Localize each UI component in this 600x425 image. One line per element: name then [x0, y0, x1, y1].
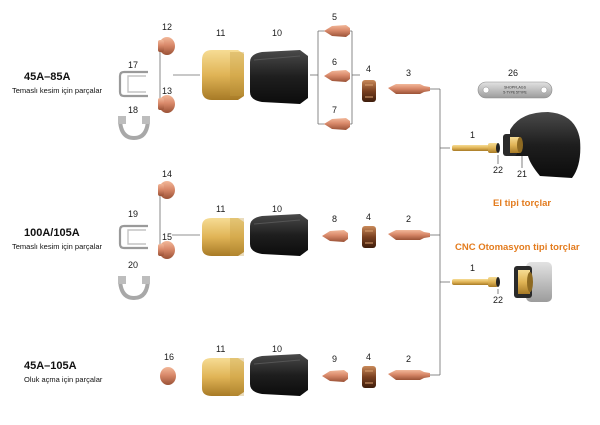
label-4-row3: 4	[366, 352, 371, 362]
label-4-row2: 4	[366, 212, 371, 222]
part-cnc-torch	[514, 262, 552, 302]
label-7: 7	[332, 105, 337, 115]
label-10-row2: 10	[272, 204, 282, 214]
group-subtitle-1: Temaslı kesim için parçalar	[12, 86, 103, 95]
part-20-ohmic-clip	[118, 276, 150, 301]
label-15: 15	[162, 232, 172, 242]
label-10-row3: 10	[272, 344, 282, 354]
part-21-hand-torch	[503, 112, 581, 178]
label-1: 1	[470, 130, 475, 140]
part-26-tag: SHOPFLAGS 5-TYPE 5TYPE	[477, 81, 553, 99]
part-11-retaining-cap-row2	[202, 218, 244, 256]
hand-torch-label: El tipi torçlar	[493, 198, 551, 209]
label-13: 13	[162, 86, 172, 96]
part-9-nozzle	[322, 370, 348, 382]
part-2-electrode-row3	[388, 370, 430, 380]
part-8-nozzle	[322, 230, 348, 242]
label-14: 14	[162, 169, 172, 179]
part-13-shield	[158, 95, 175, 113]
label-26: 26	[508, 68, 518, 78]
part-10-outer-cap-row3	[250, 354, 308, 396]
part-17-clip	[118, 70, 148, 98]
group-subtitle-2: Temaslı kesim için parçalar	[12, 242, 103, 251]
label-16: 16	[164, 352, 174, 362]
label-22: 22	[493, 165, 503, 175]
tag-text-line-2: 5-TYPE 5TYPE	[503, 91, 527, 95]
label-2-row2: 2	[406, 214, 411, 224]
part-11-retaining-cap	[202, 50, 244, 100]
label-11-row2: 11	[216, 204, 225, 214]
part-3-electrode	[388, 84, 430, 94]
part-19-clip	[118, 224, 148, 250]
part-5-nozzle	[324, 25, 350, 37]
part-4-swirl-ring	[362, 80, 376, 102]
tag-text-line-1: SHOPFLAGS	[504, 86, 527, 90]
part-2-electrode-row2	[388, 230, 430, 240]
label-6: 6	[332, 57, 337, 67]
label-2-row3: 2	[406, 354, 411, 364]
part-1-torch-cartridge-cnc	[452, 277, 500, 287]
part-11-retaining-cap-row3	[202, 358, 244, 396]
part-4-swirl-ring-row2	[362, 226, 376, 248]
label-4: 4	[366, 64, 371, 74]
cnc-torch-label: CNC Otomasyon tipi torçlar	[455, 242, 580, 253]
group-title-2: 100A/105A	[24, 227, 80, 239]
group-title-3: 45A–105A	[24, 360, 77, 372]
part-7-nozzle	[324, 118, 350, 130]
part-18-ohmic-clip	[118, 116, 150, 141]
label-11: 11	[216, 28, 225, 38]
label-5: 5	[332, 12, 337, 22]
part-1-torch-cartridge	[452, 143, 500, 153]
part-6-nozzle	[324, 70, 350, 82]
label-8: 8	[332, 214, 337, 224]
label-22-cnc: 22	[493, 295, 503, 305]
group-subtitle-3: Oluk açma için parçalar	[24, 375, 103, 384]
part-number-labels: 12 17 13 18 11 10 5 6 7 4 3 26 1 22 21 1…	[128, 12, 527, 364]
label-9: 9	[332, 354, 337, 364]
label-11-row3: 11	[216, 344, 225, 354]
part-4-swirl-ring-row3	[362, 366, 376, 388]
label-19: 19	[128, 209, 138, 219]
group-title-1: 45A–85A	[24, 71, 71, 83]
part-10-outer-cap-row2	[250, 214, 308, 256]
label-10: 10	[272, 28, 282, 38]
label-21: 21	[517, 169, 527, 179]
part-14-shield	[158, 181, 175, 199]
label-18: 18	[128, 105, 138, 115]
label-12: 12	[162, 22, 172, 32]
label-3: 3	[406, 68, 411, 78]
label-17: 17	[128, 60, 138, 70]
label-1-cnc: 1	[470, 263, 475, 273]
part-16-deflector	[160, 367, 176, 385]
label-20: 20	[128, 260, 138, 270]
part-12-shield	[158, 37, 175, 55]
part-15-shield	[158, 241, 175, 259]
part-10-outer-cap	[250, 50, 308, 104]
